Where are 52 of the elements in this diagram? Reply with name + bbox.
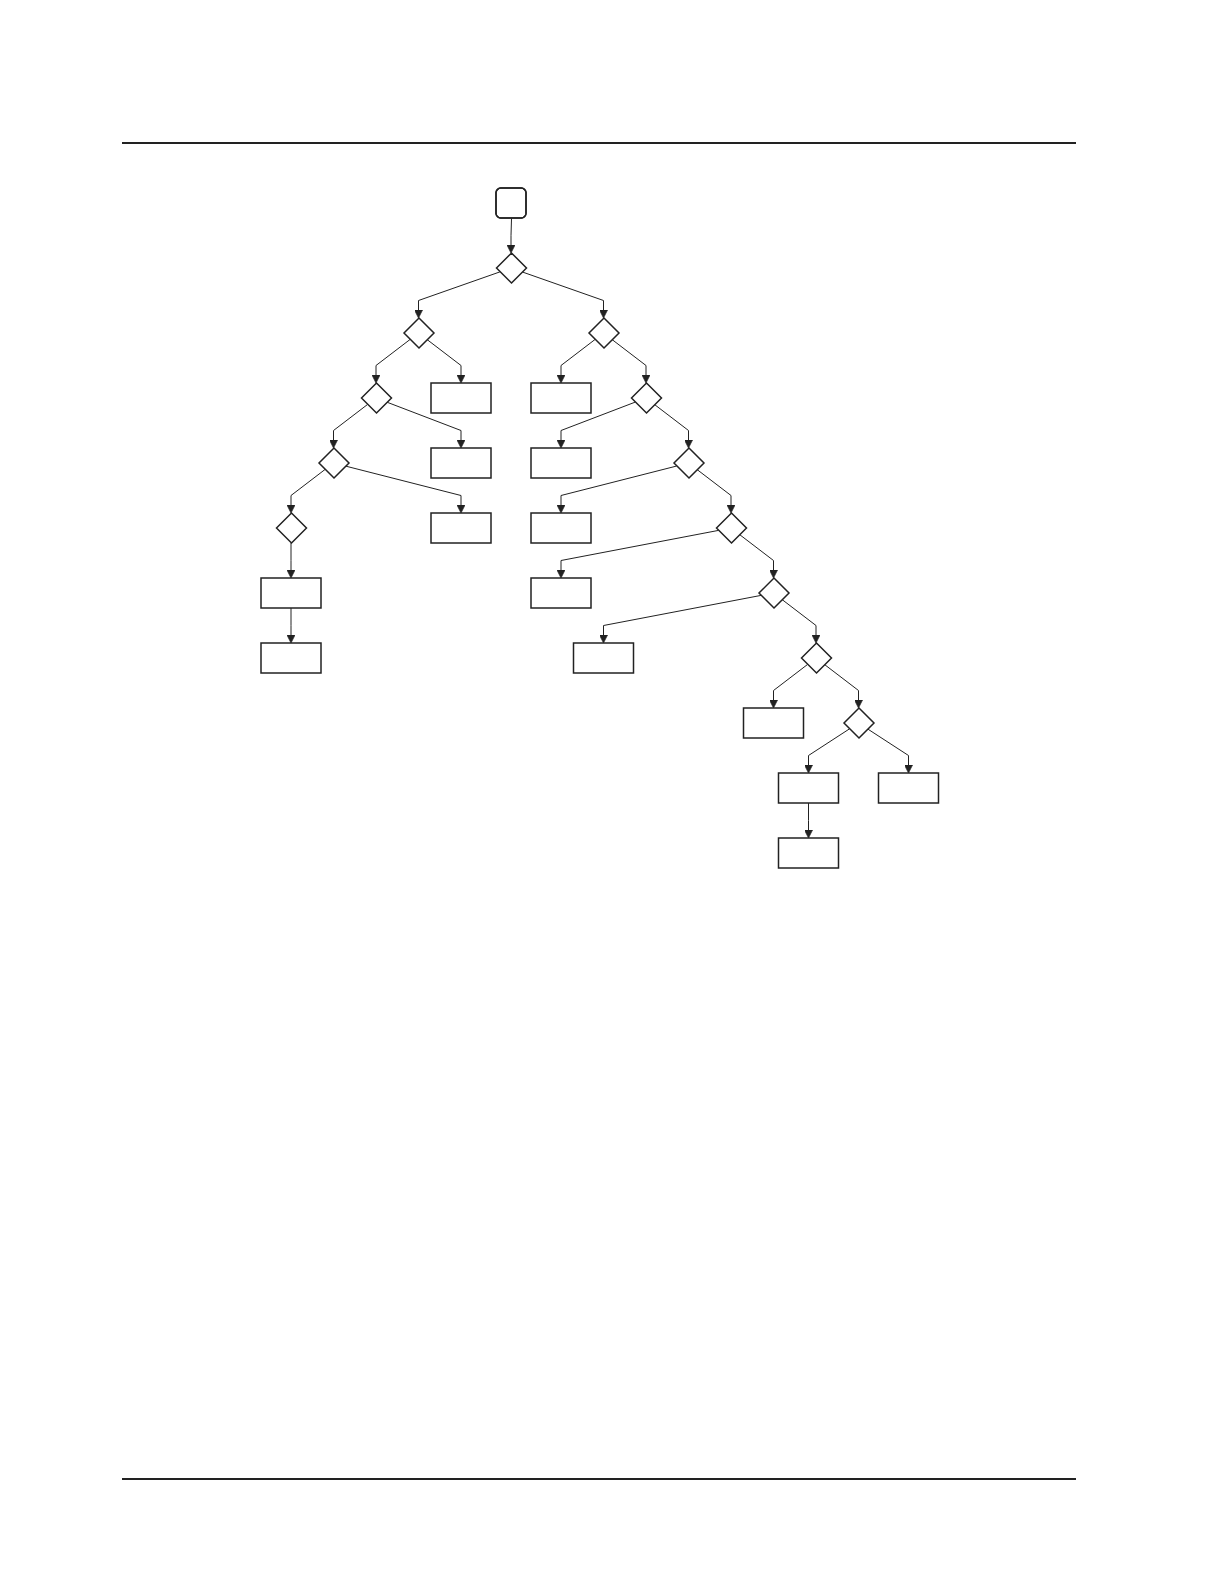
arrow <box>611 339 651 384</box>
arrow <box>654 404 694 449</box>
arrow <box>769 664 809 709</box>
node-box <box>743 707 805 739</box>
arrow <box>345 465 466 514</box>
arrow <box>804 802 814 839</box>
node-diamond <box>630 381 663 415</box>
arrow <box>286 607 296 644</box>
arrow <box>506 218 516 254</box>
node-diamond <box>318 446 351 480</box>
arrow <box>867 728 914 774</box>
arrow <box>599 594 762 644</box>
node-box <box>530 382 592 414</box>
arrow <box>804 728 851 774</box>
arrow <box>739 534 779 579</box>
node-box <box>260 642 322 674</box>
node-diamond <box>403 316 436 350</box>
node-diamond <box>800 641 833 675</box>
node-box <box>430 382 492 414</box>
arrow <box>329 404 369 449</box>
arrow <box>286 469 326 514</box>
arrow <box>781 599 821 644</box>
arrow <box>426 339 466 384</box>
node-diamond <box>275 511 308 545</box>
arrow <box>824 664 864 709</box>
node-box <box>430 512 492 544</box>
arrow <box>386 401 466 449</box>
arrow <box>696 469 736 514</box>
node-box <box>778 772 840 804</box>
arrow <box>286 542 296 579</box>
node-box <box>530 512 592 544</box>
node-box <box>430 447 492 479</box>
node-box <box>573 642 635 674</box>
node-diamond <box>715 511 748 545</box>
arrow <box>556 465 678 514</box>
arrow <box>556 529 720 579</box>
node-diamond <box>758 576 791 610</box>
arrow <box>371 339 411 384</box>
arrow <box>556 339 596 384</box>
node-diamond <box>588 316 621 350</box>
node-diamond <box>495 251 528 285</box>
arrow <box>521 271 609 319</box>
node-box <box>878 772 940 804</box>
node-box <box>778 837 840 869</box>
arrow <box>556 401 636 449</box>
arrow <box>414 271 501 319</box>
node-box <box>260 577 322 609</box>
node-diamond <box>360 381 393 415</box>
node-diamond <box>673 446 706 480</box>
node-box <box>530 577 592 609</box>
node-box <box>530 447 592 479</box>
node-diamond <box>843 706 876 740</box>
